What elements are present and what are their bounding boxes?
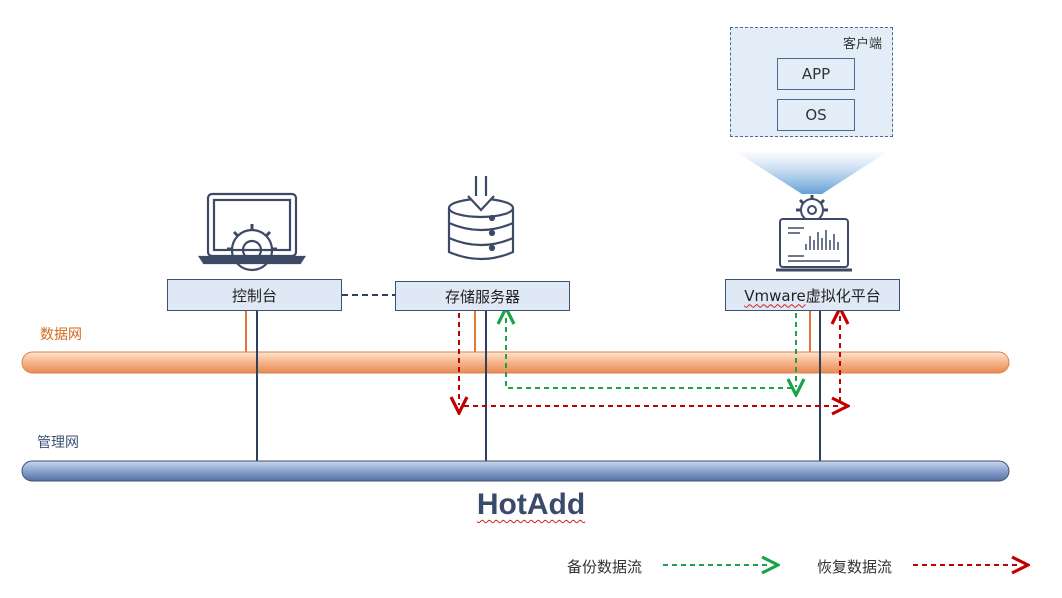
backup-flow [506,313,796,388]
diagram-title: HotAdd [0,488,1062,522]
projection-beam [733,150,890,194]
data-network-label: 数据网 [40,327,82,343]
legend-backup-label: 备份数据流 [567,558,643,576]
database-download-icon [447,176,515,261]
restore-flow [459,313,840,406]
laptop-gear-icon [197,192,307,272]
data-connectors [245,311,811,354]
vmware-label: Vmware虚拟化平台 [744,285,880,306]
storage-label: 存储服务器 [444,287,520,306]
data-network-bar [21,351,1010,374]
client-item-os: OS [777,99,855,131]
console-label: 控制台 [231,286,277,305]
client-panel: 客户端 APP OS [730,27,893,137]
management-connectors [256,311,821,462]
diagram-title-text: HotAdd [476,488,586,521]
client-item-app: APP [777,58,855,90]
gear-monitor-icon [776,195,852,272]
storage-node: 存储服务器 [395,281,570,311]
client-title: 客户端 [842,37,882,52]
vmware-label-suffix: 虚拟化平台 [805,286,881,305]
console-node: 控制台 [167,279,342,311]
legend-restore-label: 恢复数据流 [817,558,893,576]
management-network-label: 管理网 [37,435,79,451]
vmware-node: Vmware虚拟化平台 [725,279,900,311]
management-network-bar [21,460,1010,482]
vmware-label-prefix: Vmware [744,286,806,305]
